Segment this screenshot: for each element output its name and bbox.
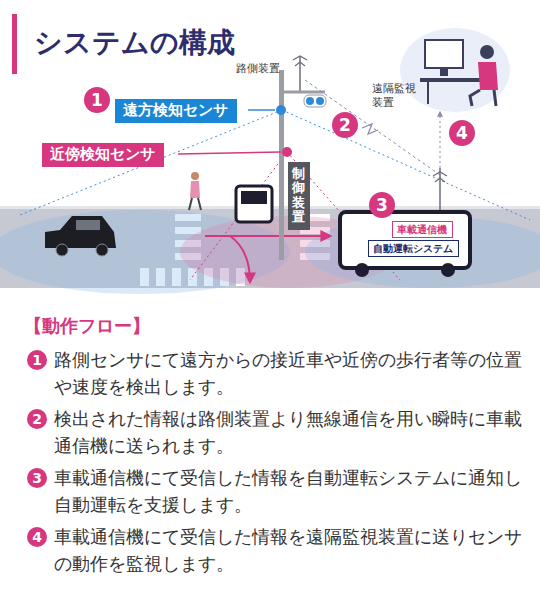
node-text: 自動運転システム [373,242,454,255]
node-text: 制御装置 [292,167,305,224]
step-text: 路側センサにて遠方からの接近車や近傍の歩行者等の位置や速度を検出します。 [54,346,526,400]
device-box: 車載通信機 [392,221,453,238]
device-box: 自動運転システム [368,240,459,257]
callout-circle [369,192,395,218]
callout-number: 4 [449,122,475,144]
bus-antenna [433,172,447,182]
callout-number: 3 [369,194,395,216]
sensor-beam [282,110,530,220]
sensor-beam [190,152,287,280]
wheel [96,244,108,256]
signal-arm [284,91,325,94]
signal-light [306,97,314,105]
car [45,216,116,248]
sensor-label-box: 近傍検知センサ [42,143,164,167]
pole [279,70,284,260]
operator [470,90,496,106]
sensor-beam [20,110,282,215]
step-text: 車載通信機にて受信した情報を自動運転システムに通知し自動運転を支援します。 [54,464,526,518]
part-label: 路側装置 [236,62,280,76]
bus-window [241,191,267,204]
step-text: 検出された情報は路側装置より無線通信を用い瞬時に車載通信機に送られます。 [54,405,526,459]
leader-line [248,109,275,111]
part-label: 遠隔監視装置 [372,82,420,111]
callout-circle [332,112,358,138]
node-text: 近傍検知センサ [50,145,156,165]
operator [478,62,498,90]
pedestrian [191,172,199,180]
bus-antenna [439,168,441,212]
antenna [293,56,307,66]
controller-box: 制御装置 [288,162,310,230]
signal-light [316,97,324,105]
wheel [355,263,369,277]
callout-circle [449,120,475,146]
route-arrow [230,236,250,282]
bus [340,212,470,268]
node-text: 遠方検知センサ [123,101,229,121]
bus [236,186,272,222]
wheel [441,263,455,277]
pedestrian [190,181,200,198]
step-bullet [27,527,47,547]
step-bullet [27,350,47,370]
leader-line [178,152,281,154]
step-bullet [27,409,47,429]
callout-circle [84,87,110,113]
desk [420,78,480,82]
wheel [56,244,68,256]
step-number: 1 [27,349,47,371]
step-number: 3 [27,467,47,489]
section-heading: 【動作フロー】 [24,314,150,337]
wireless-mark [362,124,378,134]
car-window [76,220,100,230]
monitor [425,40,463,68]
far-sensor [276,105,286,115]
step-bullet [27,468,47,488]
step-number: 2 [27,408,47,430]
desk-leg [427,82,429,104]
route-arrow [205,235,330,237]
monitor-stand [440,68,448,76]
sensor-label-box: 遠方検知センサ [115,99,237,123]
title-bar [12,14,17,74]
pedestrian [189,198,201,210]
monitor-link [440,112,441,168]
monitor-background [400,28,510,112]
node-text: 車載通信機 [397,223,448,236]
callout-number: 1 [84,89,110,111]
callout-number: 2 [332,114,358,136]
near-sensor [282,147,292,157]
title: システムの構成 [34,24,235,62]
operator [480,45,494,59]
traffic-signal [304,95,326,107]
step-text: 車載通信機にて受信した情報を遠隔監視装置に送りセンサの動作を監視します。 [54,523,526,577]
step-number: 4 [27,526,47,548]
